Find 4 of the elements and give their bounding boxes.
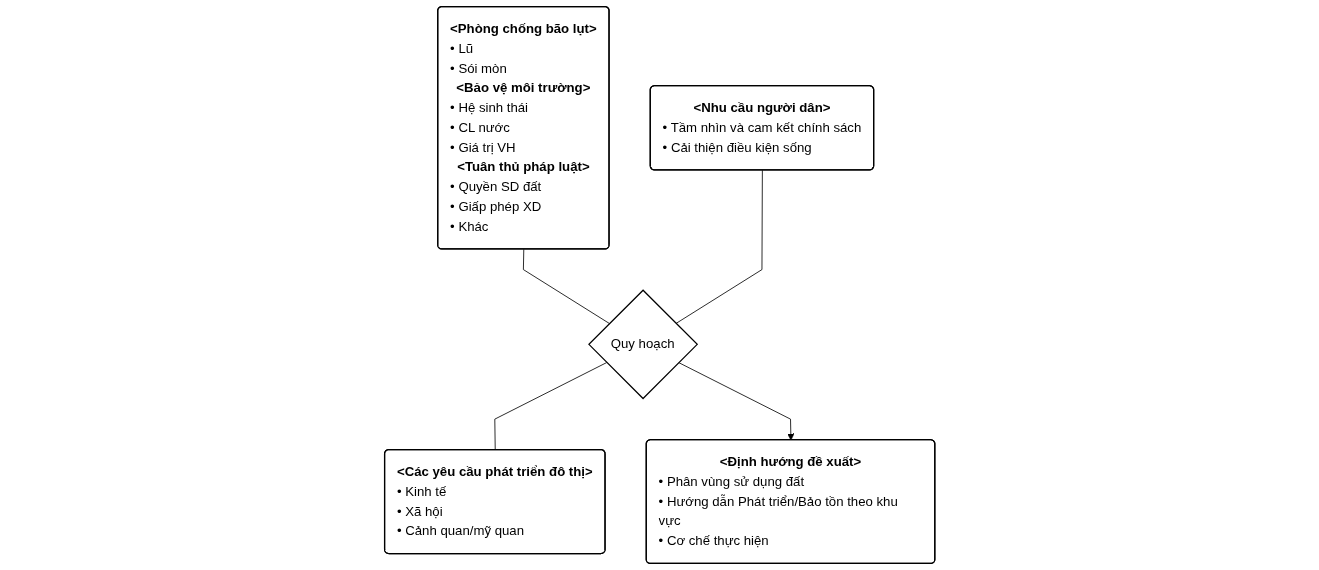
connector	[522, 249, 610, 324]
connector	[494, 362, 607, 451]
connector	[675, 169, 763, 324]
node-diamond: Quy hoạch	[587, 289, 698, 400]
